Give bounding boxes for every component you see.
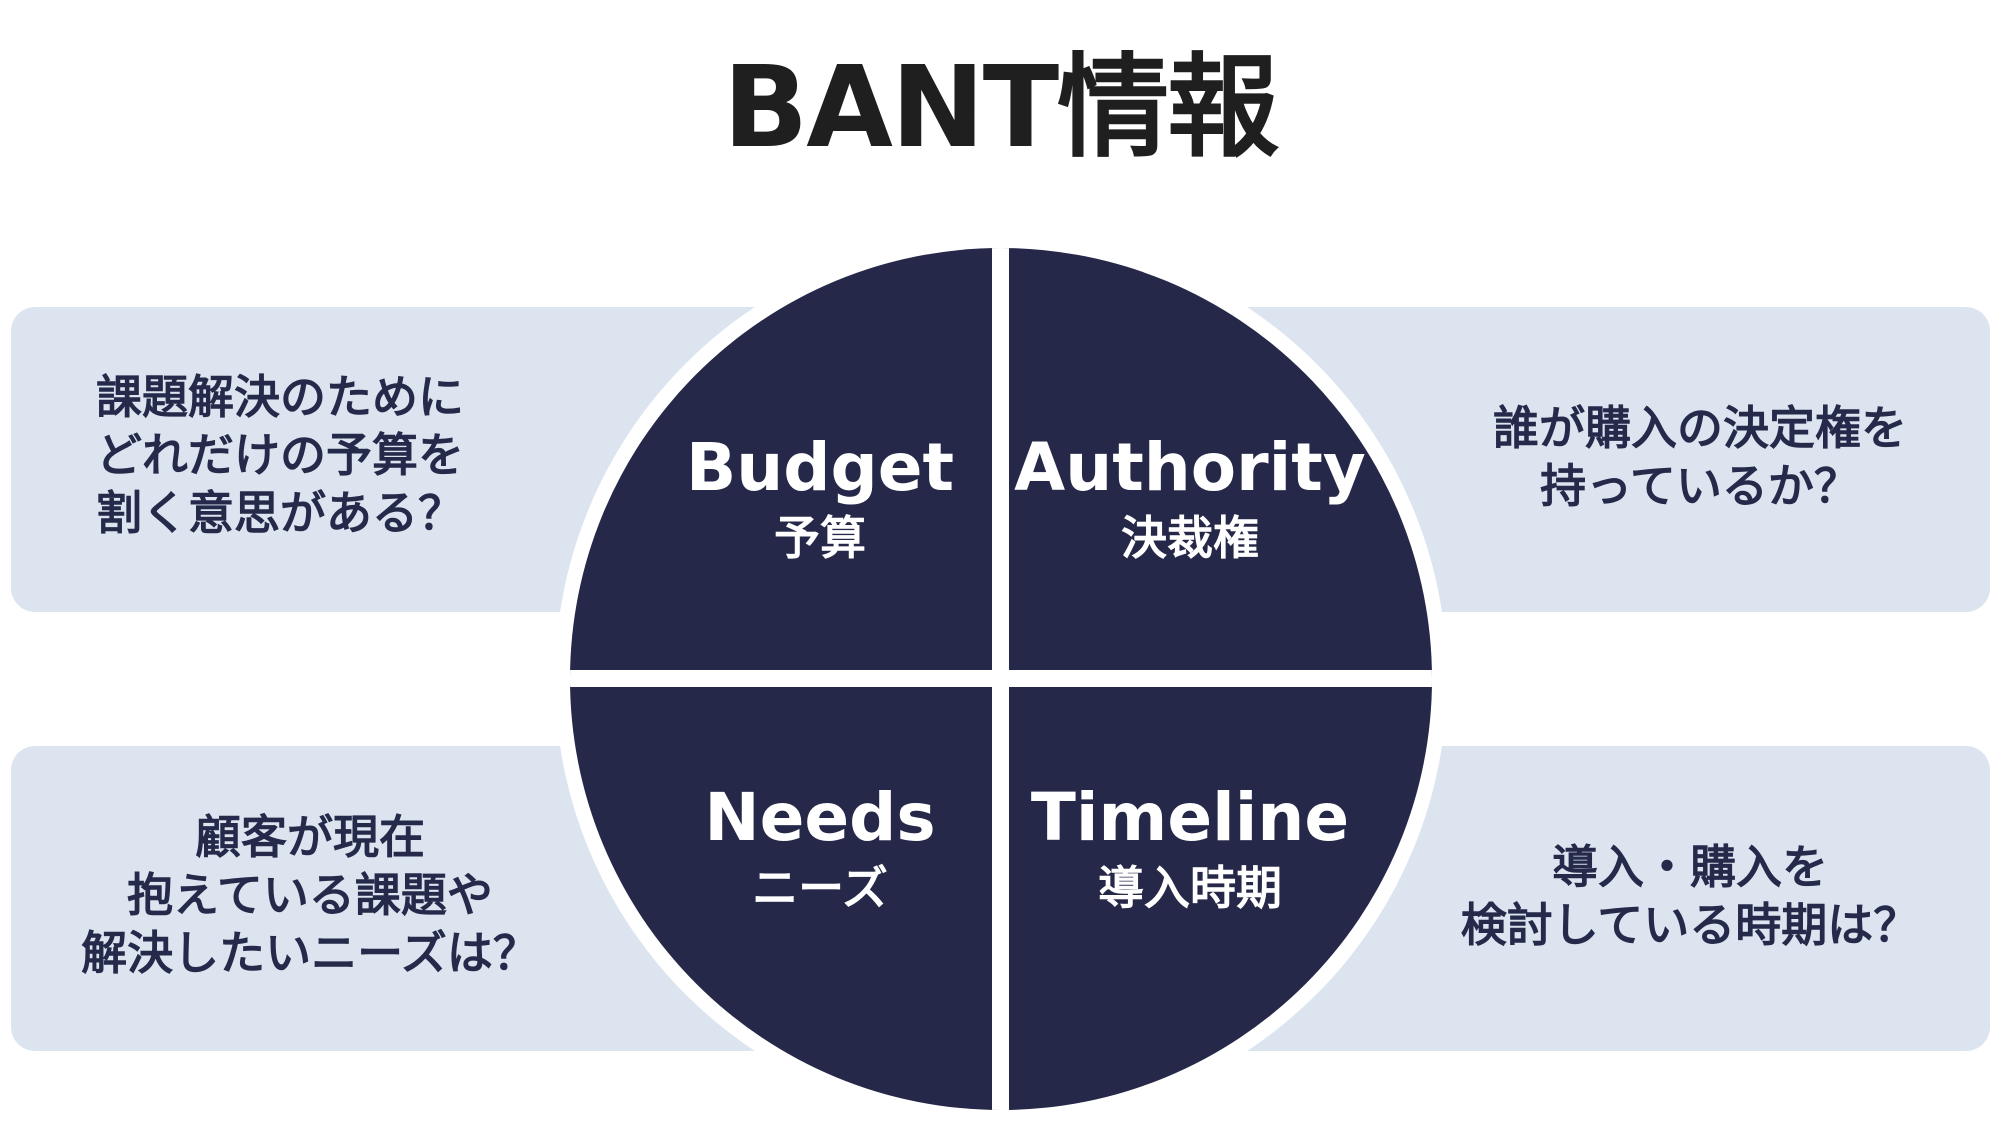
quadrant-authority: Authority 決裁権 <box>1010 428 1370 568</box>
quadrant-timeline: Timeline 導入時期 <box>1010 778 1370 918</box>
budget-label-en: Budget <box>685 429 955 506</box>
quadrant-budget: Budget 予算 <box>660 428 980 568</box>
needs-question-text: 顧客が現在 抱えている課題や 解決したいニーズは？ <box>81 810 539 980</box>
timeline-label-ja: 導入時期 <box>1098 861 1282 915</box>
authority-label-ja: 決裁権 <box>1121 511 1259 565</box>
timeline-question-text: 導入・購入を 検討している時期は？ <box>1460 840 1920 952</box>
needs-label-ja: ニーズ <box>752 861 888 915</box>
authority-label-en: Authority <box>1014 429 1366 506</box>
page-title: BANT情報 <box>722 43 1279 173</box>
needs-label-en: Needs <box>704 779 936 856</box>
timeline-label-en: Timeline <box>1030 779 1350 856</box>
budget-label-ja: 予算 <box>774 511 866 565</box>
horizontal-divider <box>570 670 1432 687</box>
budget-question-text: 課題解決のために どれだけの予算を 割く意思がある？ <box>96 370 464 540</box>
bant-circle: Budget 予算 Authority 決裁権 Needs ニーズ Timeli… <box>570 248 1432 1110</box>
quadrant-needs: Needs ニーズ <box>660 778 980 918</box>
authority-question-text: 誰が購入の決定権を 持っているか？ <box>1493 401 1907 513</box>
